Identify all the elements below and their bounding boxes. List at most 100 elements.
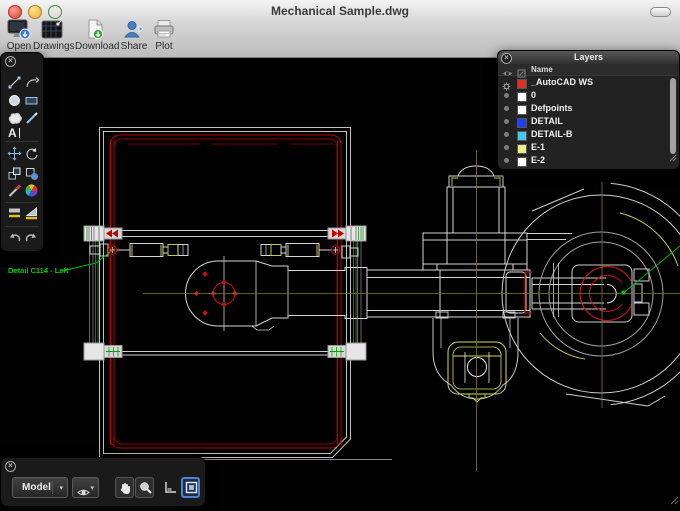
magnifier-icon	[139, 481, 152, 500]
layer-row[interactable]: DETAIL	[498, 115, 679, 128]
layers-header: Name	[498, 64, 679, 78]
ucs-axis-icon	[163, 480, 177, 500]
window-resize-grip[interactable]	[670, 492, 679, 510]
window-title: Mechanical Sample.dwg	[270, 4, 410, 18]
layer-color-swatch[interactable]	[517, 104, 527, 115]
layer-name: E-2	[531, 155, 546, 165]
redo-button[interactable]	[24, 231, 39, 246]
chamfer-tool[interactable]	[24, 205, 39, 220]
download-button[interactable]: Download	[75, 19, 119, 55]
chevron-down-icon: ▾	[59, 485, 63, 492]
layers-resize-grip[interactable]	[669, 149, 677, 167]
undo-button[interactable]	[7, 231, 22, 246]
eye-icon	[77, 484, 90, 502]
close-model-bar-button[interactable]: ×	[5, 461, 16, 472]
text-tool[interactable]: A	[7, 125, 22, 140]
model-view-button[interactable]	[161, 477, 179, 498]
share-button[interactable]: Share	[114, 19, 154, 55]
layer-name: DETAIL	[531, 116, 563, 126]
scale-tool[interactable]	[7, 166, 22, 181]
rotate-tool[interactable]	[24, 146, 39, 161]
edit-icon	[517, 65, 526, 83]
space-dropdown-value: Model	[22, 482, 51, 493]
toolbar-toggle-button[interactable]	[650, 7, 671, 17]
close-window-button[interactable]	[8, 5, 22, 19]
layer-name: 0	[531, 90, 537, 100]
layout-view-button[interactable]	[181, 477, 200, 498]
space-dropdown[interactable]: Model ▾	[12, 477, 68, 498]
name-column-header: Name	[531, 65, 553, 74]
layers-panel: Layers × Name _AutoCAD WS 0 Defpoints DE…	[497, 50, 680, 170]
pan-tool-button[interactable]	[115, 477, 134, 498]
layer-visibility-dot[interactable]	[504, 106, 509, 111]
color-wheel-tool[interactable]	[24, 183, 39, 198]
green-guides	[95, 228, 357, 356]
open-monitor-icon	[3, 19, 35, 41]
zoom-window-button[interactable]	[48, 5, 62, 19]
minimize-window-button[interactable]	[28, 5, 42, 19]
centerlines	[143, 150, 680, 471]
share-person-icon	[114, 19, 154, 41]
brush-tool[interactable]	[7, 183, 22, 198]
tools-divider	[5, 141, 39, 142]
layer-color-swatch[interactable]	[517, 156, 527, 167]
cad-drawing: Detail C114 - Left	[8, 127, 680, 471]
draw-tools-panel: × A	[0, 52, 44, 252]
layers-scrollbar[interactable]	[670, 78, 676, 154]
close-layers-panel-button[interactable]: ×	[501, 52, 512, 64]
layer-visibility-dot[interactable]	[504, 158, 509, 163]
open-button[interactable]: Open	[3, 19, 35, 55]
chevron-down-icon: ▾	[90, 485, 94, 492]
layer-visibility-dot[interactable]	[504, 132, 509, 137]
layer-row[interactable]: 0	[498, 89, 679, 102]
line-tool[interactable]	[7, 75, 22, 90]
copy-tool[interactable]	[24, 166, 39, 181]
plot-printer-icon	[145, 19, 183, 41]
drawings-button[interactable]: Drawings	[33, 19, 75, 55]
current-layer-gear-icon[interactable]	[502, 78, 511, 96]
layer-visibility-dot[interactable]	[504, 119, 509, 124]
plot-button[interactable]: Plot	[145, 19, 183, 55]
layer-row[interactable]: E-1	[498, 141, 679, 154]
upper-rail	[83, 225, 367, 242]
rectangle-tool[interactable]	[24, 93, 39, 108]
layer-color-swatch[interactable]	[517, 91, 527, 102]
layer-row[interactable]: Defpoints	[498, 102, 679, 115]
layer-name: _AutoCAD WS	[531, 77, 593, 87]
layer-row[interactable]: E-2	[498, 154, 679, 167]
circle-tool[interactable]	[7, 93, 22, 108]
plot-label: Plot	[155, 41, 173, 52]
layers-panel-title: Layers	[498, 51, 679, 64]
visibility-dropdown[interactable]: ▾	[72, 477, 99, 498]
svg-text:A: A	[8, 126, 17, 140]
layer-visibility-dot[interactable]	[504, 93, 509, 98]
drawings-label: Drawings	[33, 41, 75, 52]
valve-assembly	[422, 165, 572, 271]
layer-color-swatch[interactable]	[517, 117, 527, 128]
arc-tool[interactable]	[24, 75, 40, 90]
zoom-tool-button[interactable]	[135, 477, 154, 498]
layer-visibility-dot[interactable]	[504, 145, 509, 150]
layout-paper-icon	[185, 481, 198, 499]
close-tools-panel-button[interactable]: ×	[5, 56, 16, 67]
share-label: Share	[120, 41, 148, 52]
yoke-bell	[432, 311, 519, 403]
tools-divider	[5, 202, 39, 203]
cloud-tool[interactable]	[7, 111, 22, 126]
tools-divider	[5, 226, 39, 227]
dropdown-divider	[52, 481, 53, 494]
move-tool[interactable]	[7, 146, 22, 161]
layer-color-swatch[interactable]	[517, 143, 527, 154]
left-actuator	[89, 243, 189, 257]
layer-row[interactable]: _AutoCAD WS	[498, 76, 679, 91]
eye-icon	[502, 65, 513, 83]
annotations: Detail C114 - Left	[8, 245, 680, 295]
layer-name: E-1	[531, 142, 546, 152]
layer-color-swatch[interactable]	[517, 130, 527, 141]
layer-row[interactable]: DETAIL-B	[498, 128, 679, 141]
offset-tool[interactable]	[7, 205, 22, 220]
pen-tool[interactable]	[24, 111, 39, 126]
layer-name: Defpoints	[531, 103, 573, 113]
layer-color-swatch[interactable]	[517, 78, 527, 89]
